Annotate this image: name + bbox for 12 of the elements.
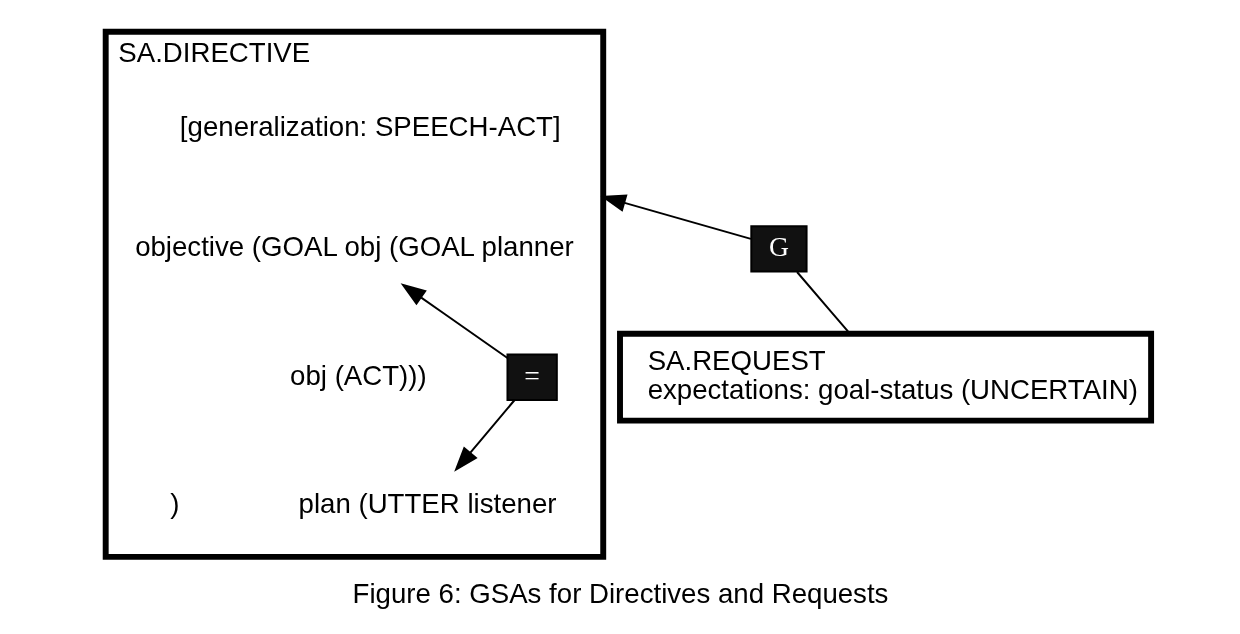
node-box: = xyxy=(506,353,558,401)
node-text: plan (UTTER listener xyxy=(298,487,556,519)
node-text: objective (GOAL obj (GOAL planner xyxy=(134,231,574,263)
node-text: [generalization: SPEECH-ACT] xyxy=(179,110,561,142)
arrow xyxy=(453,399,515,472)
caption: Figure 6: GSAs for Directives and Requests xyxy=(352,577,888,609)
node-box: G xyxy=(749,225,808,273)
arrow xyxy=(599,194,752,240)
node-box: SA.REQUEST expectations: goal-status (UNCERTAIN) xyxy=(616,330,1154,424)
arrow xyxy=(400,283,508,359)
node-text: obj (ACT))) xyxy=(289,359,427,391)
node-text: ) xyxy=(169,487,179,519)
